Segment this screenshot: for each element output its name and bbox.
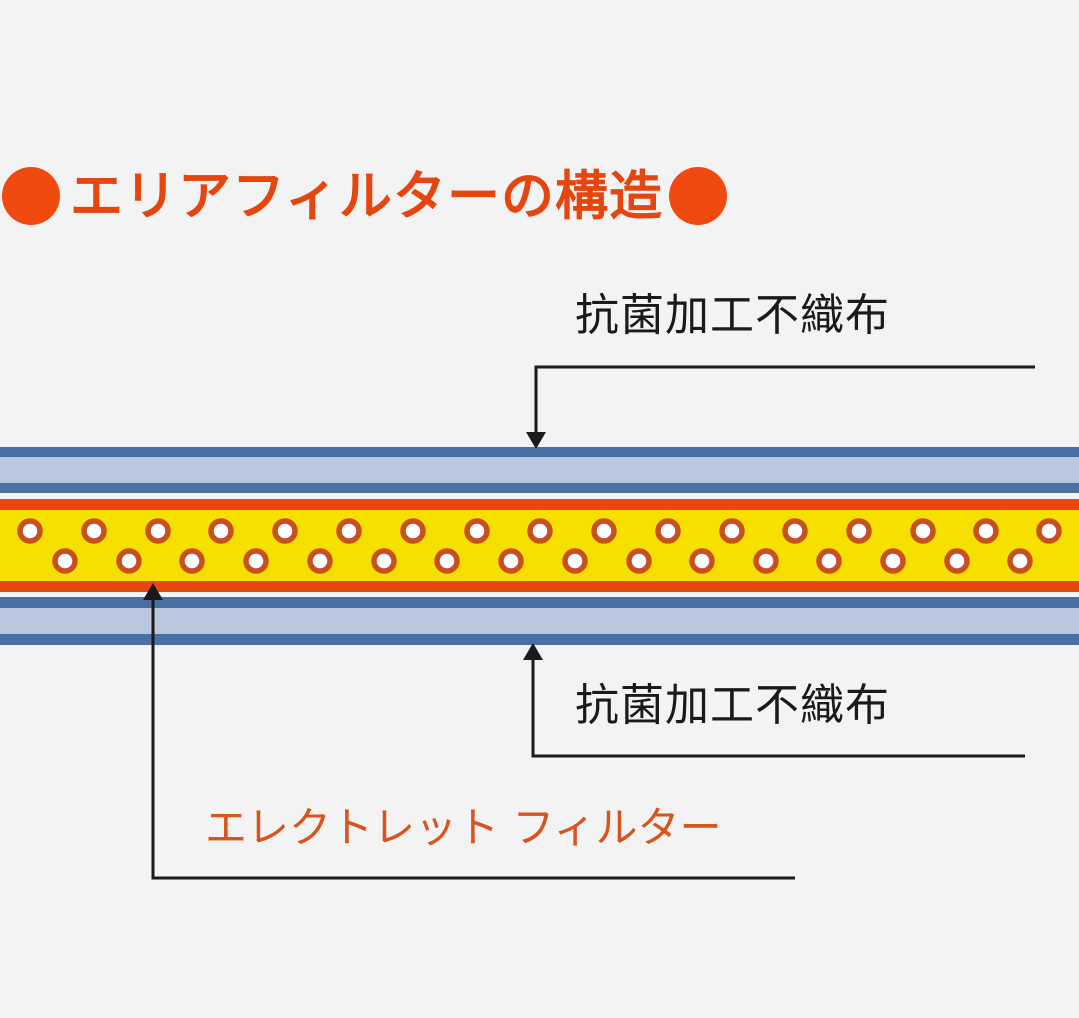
title-text: エリアフィルターの構造	[70, 165, 663, 227]
electret-particles	[17, 518, 1062, 574]
electret-filter-label: エレクトレット フィルター	[205, 803, 722, 852]
bottom-nonwoven-label: 抗菌加工不織布	[575, 680, 890, 731]
bottom-arrowhead-icon	[523, 643, 543, 660]
bottom-nonwoven-inner-stripe	[0, 597, 1079, 608]
top-arrowhead-icon	[526, 432, 546, 449]
title-bullet-right-icon	[668, 167, 727, 225]
bottom-nonwoven-fill	[0, 608, 1079, 634]
top-nonwoven-outer-stripe	[0, 447, 1079, 457]
top-leader-line	[534, 365, 1035, 436]
electret-bottom-border	[0, 581, 1079, 592]
electret-top-border	[0, 499, 1079, 510]
title-bullet-left-icon	[2, 167, 60, 225]
electret-leader-line	[151, 596, 795, 880]
top-nonwoven-fill	[0, 457, 1079, 483]
bottom-nonwoven-outer-stripe	[0, 634, 1079, 645]
top-nonwoven-label: 抗菌加工不織布	[575, 290, 890, 341]
diagram-title: エリアフィルターの構造	[0, 158, 1079, 234]
electret-arrowhead-icon	[143, 583, 163, 600]
top-nonwoven-inner-stripe	[0, 483, 1079, 493]
bottom-leader-line	[531, 656, 1025, 758]
